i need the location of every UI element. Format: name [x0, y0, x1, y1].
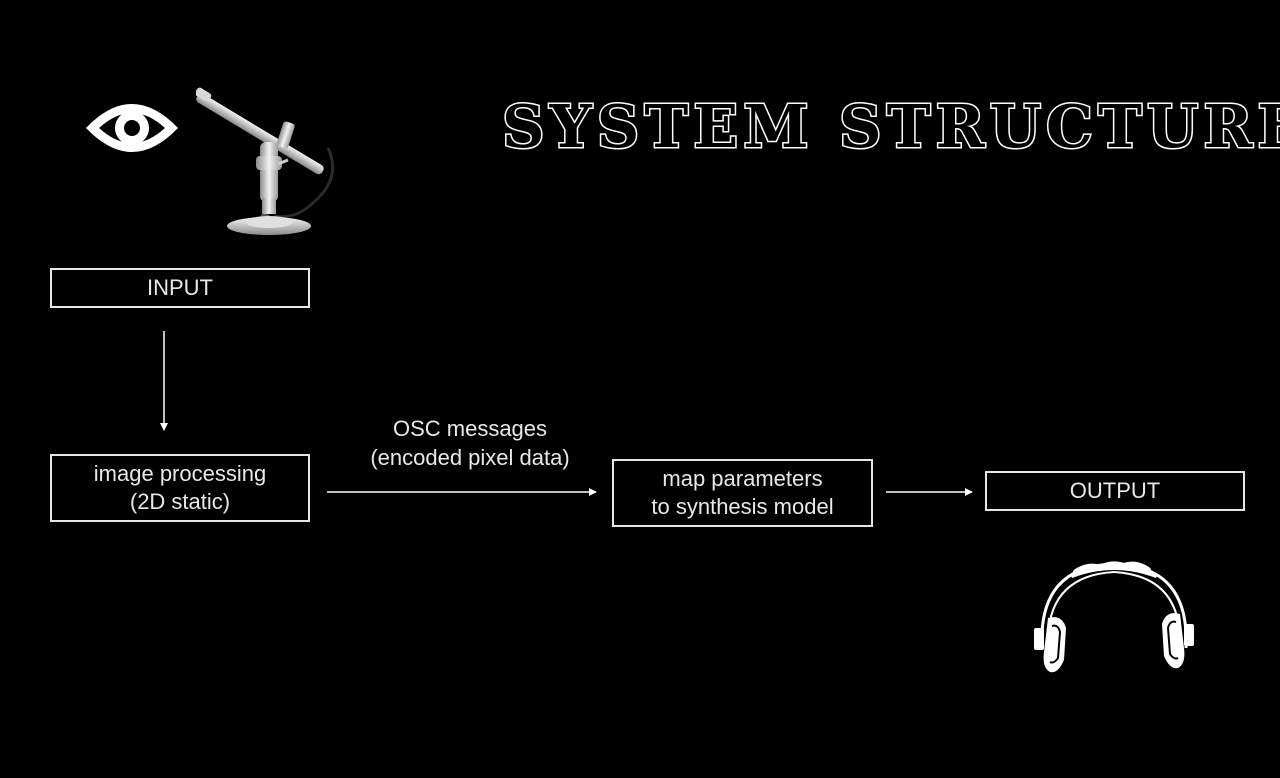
- headphones-icon: [1034, 561, 1194, 673]
- map-parameters-node: map parameters to synthesis model: [612, 459, 873, 527]
- input-node: INPUT: [50, 268, 310, 308]
- output-node: OUTPUT: [985, 471, 1245, 511]
- microscope-icon: [196, 87, 335, 235]
- image-processing-node: image processing (2D static): [50, 454, 310, 522]
- osc-messages-label: OSC messages (encoded pixel data): [370, 416, 570, 470]
- page-title: SYSTEM STRUCTURE: [501, 91, 1280, 163]
- eye-icon: [86, 104, 178, 152]
